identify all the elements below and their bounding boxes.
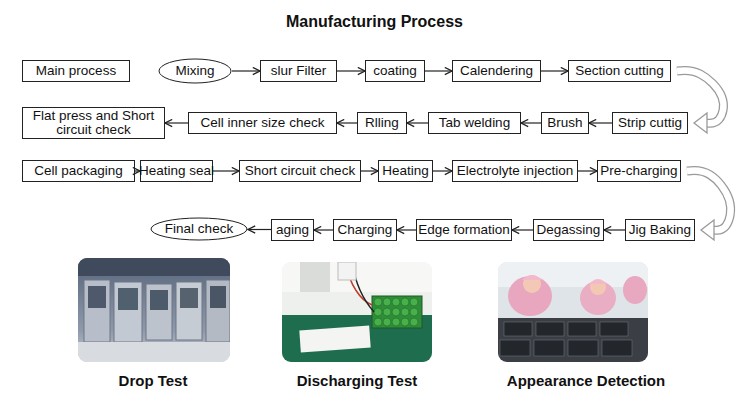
flow-arrow	[337, 71, 365, 72]
flow-arrow	[397, 230, 416, 231]
diagram-title: Manufacturing Process	[4, 13, 741, 31]
arrow-line	[578, 170, 597, 171]
process-box: Short circuit check	[239, 160, 361, 182]
process-box: Edge formation	[416, 219, 512, 241]
terminal-ellipse: Final check	[150, 217, 248, 241]
node-text: Short circuit check	[243, 164, 357, 178]
process-box: Section cutting	[568, 60, 671, 82]
node-text: Cell packaging	[32, 164, 125, 178]
node-text: Flat press and Short circuit check	[23, 109, 164, 137]
flow-arrow	[521, 123, 541, 124]
process-box: Flat press and Short circuit check	[22, 107, 165, 139]
process-box: Tab welding	[428, 112, 521, 134]
arrow-line	[589, 122, 612, 123]
process-box: Degassing	[533, 219, 604, 241]
ellipse-shape	[159, 59, 231, 83]
flow-arrow	[232, 71, 260, 72]
node-text: slur Filter	[269, 64, 329, 78]
node-text: Pre-charging	[598, 164, 679, 178]
node-text: Edge formation	[416, 223, 512, 237]
node-text: coating	[371, 64, 419, 78]
arrow-line	[541, 70, 568, 71]
ellipse-shape	[151, 218, 247, 240]
drop-test-photo	[78, 258, 230, 362]
node-text: Heating	[380, 164, 431, 178]
flow-arrow	[407, 123, 428, 124]
node-text: Heating seal	[137, 164, 216, 178]
node-text: Rlling	[363, 116, 401, 130]
node-text: Electrolyte injection	[455, 164, 575, 178]
node-text: Main process	[34, 64, 118, 78]
process-box: aging	[271, 219, 314, 241]
turn-arrow-head	[694, 113, 707, 133]
arrow-line	[361, 170, 378, 171]
terminal-ellipse: Mixing	[158, 58, 232, 84]
arrow-line	[425, 70, 452, 71]
appearance-detection-photo	[498, 262, 648, 362]
flow-arrow	[589, 123, 612, 124]
arrow-line	[397, 229, 416, 230]
process-box: Strip cuttig	[612, 112, 688, 134]
node-text: Charging	[336, 223, 395, 237]
node-text: Mixing	[173, 64, 216, 78]
photo-caption: Drop Test	[53, 372, 253, 389]
arrow-line	[337, 122, 357, 123]
node-text: Section cutting	[573, 64, 666, 78]
node-text: Final check	[163, 222, 235, 236]
flow-arrow	[361, 171, 378, 172]
flow-arrow	[578, 171, 597, 172]
process-box: Brush	[541, 112, 589, 134]
flow-arrow	[425, 71, 452, 72]
process-box: Charging	[333, 219, 397, 241]
process-box: Heating seal	[140, 160, 213, 182]
arrow-line	[512, 229, 533, 230]
flow-arrow	[165, 123, 188, 124]
arrow-line	[314, 229, 333, 230]
process-box: Electrolyte injection	[452, 160, 578, 182]
process-box: Cell packaging	[22, 160, 135, 182]
arrow-line	[407, 122, 428, 123]
photo-caption: Discharging Test	[257, 372, 457, 389]
arrow-line	[521, 122, 541, 123]
flow-arrow	[512, 230, 533, 231]
flow-arrow	[541, 71, 568, 72]
process-box: Pre-charging	[597, 160, 681, 182]
discharging-test-photo	[282, 262, 432, 362]
arrow-line	[165, 122, 188, 123]
flow-arrow	[337, 123, 357, 124]
arrow-line	[337, 70, 365, 71]
arrow-line	[232, 70, 260, 71]
process-box: slur Filter	[260, 60, 337, 82]
arrow-line	[213, 170, 239, 171]
flow-arrow	[213, 171, 239, 172]
node-text: Tab welding	[437, 116, 512, 130]
turn-arrow-head	[701, 220, 714, 240]
node-text: Jig Baking	[627, 223, 693, 237]
node-text: Strip cuttig	[616, 116, 684, 130]
process-box: Rlling	[357, 112, 407, 134]
flow-arrow	[314, 230, 333, 231]
arrow-line	[248, 229, 271, 230]
process-box: Cell inner size check	[188, 112, 337, 134]
node-text: Brush	[545, 116, 584, 130]
process-box: Main process	[22, 60, 130, 82]
node-text: aging	[274, 223, 311, 237]
arrow-line	[604, 229, 625, 230]
flow-arrow	[248, 229, 271, 230]
flow-arrow	[604, 230, 625, 231]
flow-arrow	[433, 171, 452, 172]
arrow-line	[433, 170, 452, 171]
process-box: Calendering	[452, 60, 541, 82]
node-text: Calendering	[458, 64, 535, 78]
photo-caption: Appearance Detection	[486, 372, 686, 389]
node-text: Degassing	[535, 223, 603, 237]
process-box: Jig Baking	[625, 219, 695, 241]
process-box: Heating	[378, 160, 433, 182]
process-box: coating	[365, 60, 425, 82]
node-text: Cell inner size check	[199, 116, 327, 130]
